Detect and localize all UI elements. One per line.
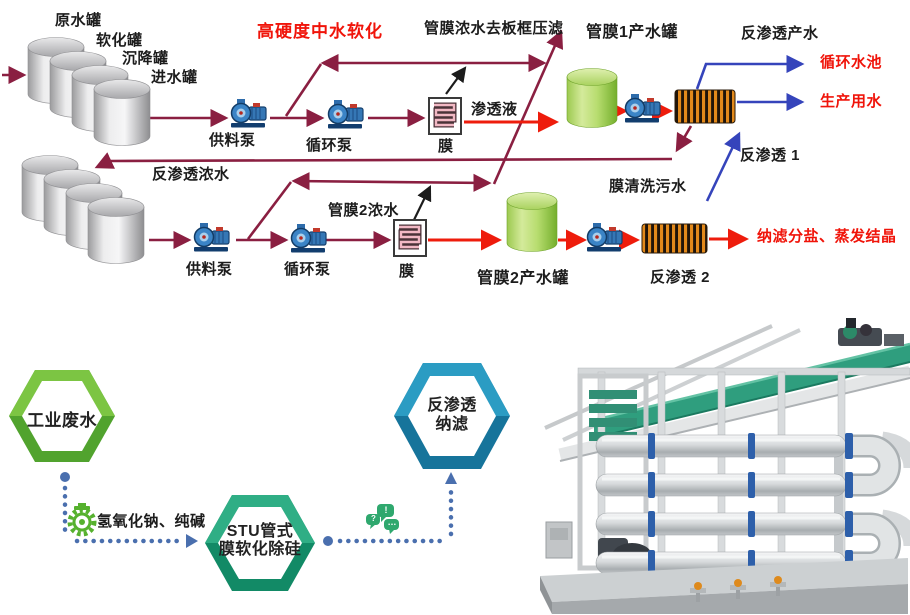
label-sedimentation-tank: 沉降罐 [122,50,169,67]
feed-pump-2-icon [193,222,230,253]
feed-pump-1-icon [230,98,267,129]
product-tank-2-icon [506,192,558,252]
hexagon-step-3-line-2: 纳滤 [435,416,469,433]
label-softening-tank: 软化罐 [96,32,143,49]
label-nf-output: 纳滤分盐、蒸发结晶 [757,228,897,245]
drain-valves [690,576,786,602]
chat-ellipsis-glyph: … [387,517,397,527]
equipment-photo [540,318,910,614]
flow-lines-dark-red [2,29,693,250]
reverse-osmosis-1-icon [674,89,736,124]
hexagon-step-3-label: 反渗透 纳滤 [396,396,508,434]
label-circulation-pump-1: 循环泵 [306,137,353,154]
skid-base [540,558,908,614]
dotted-connector-1 [60,472,198,548]
chat-question-glyph: ? [371,514,376,523]
membrane-tubes [595,433,847,576]
label-raw-water-tank: 原水罐 [55,12,102,29]
hexagon-step-1 [9,370,115,462]
pipe-u-bends [845,431,910,576]
hexagon-step-2-label: STU管式 膜软化除硅 [202,523,318,559]
flow-lines-blue [695,54,805,202]
diagram-title: 高硬度中水软化 [257,22,383,41]
label-feed-pump-2: 供料泵 [186,261,233,278]
hexagon-step-2 [205,495,315,591]
chat-bubbles-icon [366,504,399,534]
label-filter-press-note: 管膜浓水去板框压滤 [424,20,564,37]
source-tank-group-2 [21,155,145,264]
label-product-tank-1: 管膜1产水罐 [586,24,678,41]
dosing-pump-icon [67,503,97,537]
hexagon-step-3-line-1: 反渗透 [427,397,477,414]
label-circulation-pump-2: 循环泵 [284,261,331,278]
label-ro-product: 反渗透产水 [741,25,819,42]
label-ro-2: 反渗透 2 [650,269,711,286]
label-ro-concentrate: 反渗透浓水 [152,166,230,183]
transfer-pump-1-icon [624,93,661,124]
circulation-pump-1-icon [327,99,364,130]
hexagon-step-2-line-1: STU管式 [226,523,294,540]
flow-lines-red [428,100,749,251]
label-tube-membrane-2-concentrate: 管膜2浓水 [328,202,399,219]
label-product-tank-2: 管膜2产水罐 [477,270,569,287]
label-production-water: 生产用水 [820,93,883,110]
label-dosing: 氢氧化钠、纯碱 [97,513,206,530]
label-membrane-cleaning: 膜清洗污水 [609,178,687,195]
flow-lines-black [411,66,467,225]
circulation-pump-2-icon [290,223,327,254]
label-feed-pump-1: 供料泵 [209,132,256,149]
hexagon-step-3 [394,363,510,469]
reverse-osmosis-2-icon [641,223,708,254]
label-recycle-pool: 循环水池 [820,54,883,71]
transfer-pump-2-icon [586,222,623,253]
product-tank-1-icon [566,68,618,128]
tubular-membrane-1-icon [429,98,461,134]
tubular-membrane-2-icon [394,220,426,256]
hexagon-step-2-line-2: 膜软化除硅 [218,541,302,558]
dotted-connector-2 [323,472,457,546]
hexagon-step-1-label: 工业废水 [27,411,97,430]
label-permeate: 渗透液 [471,101,518,118]
chat-exclamation-glyph: ! [384,505,388,515]
label-membrane-2: 膜 [399,263,415,280]
label-ro-1: 反渗透 1 [740,147,801,164]
label-membrane-1: 膜 [438,138,454,155]
label-inlet-tank: 进水罐 [151,69,198,86]
